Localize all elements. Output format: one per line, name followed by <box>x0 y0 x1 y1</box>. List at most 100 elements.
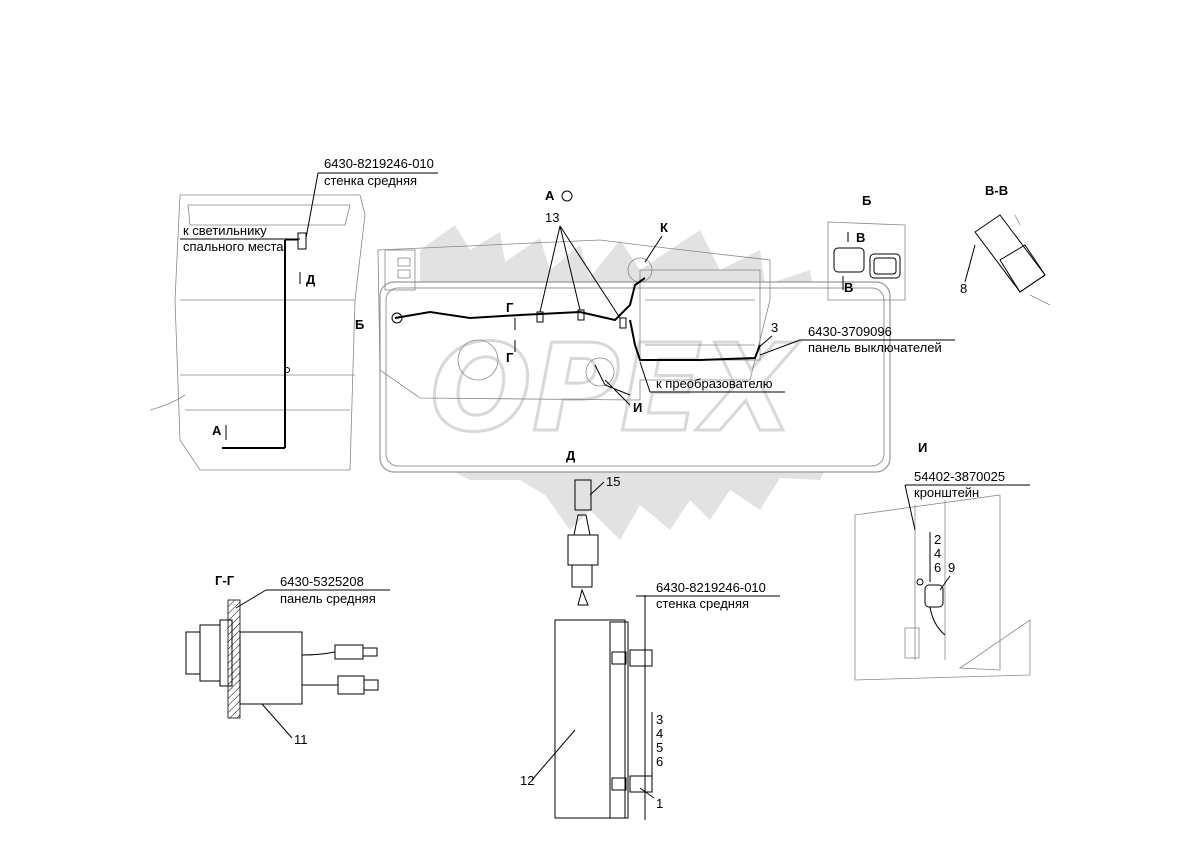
callout-3456-4: 4 <box>656 726 663 741</box>
wire-upper <box>301 651 336 656</box>
callout-246-6: 6 <box>934 560 941 575</box>
k-leader <box>644 235 663 263</box>
to-lamp-label-1: к светильнику <box>183 223 267 238</box>
i-leader <box>604 379 631 406</box>
bracket-plate <box>904 627 920 659</box>
view-i-title: И <box>918 440 927 455</box>
connector-assembly <box>567 479 599 606</box>
view-b-title: Б <box>862 193 871 208</box>
terminal-lower <box>337 675 365 695</box>
view-gg-drawing <box>185 599 379 719</box>
bracket-leader <box>904 484 916 531</box>
mid-panel-code-label: 6430-5325208 <box>280 574 364 589</box>
panel-leader <box>759 339 801 356</box>
terminal-upper <box>334 644 364 660</box>
wall-code-label: 6430-8219246-010 <box>656 580 766 595</box>
callout-3456-5: 5 <box>656 740 663 755</box>
view-b-switch-1 <box>833 247 865 273</box>
callout-246-4: 4 <box>934 546 941 561</box>
dash-vent-left <box>384 249 416 291</box>
callout-246-2: 2 <box>934 532 941 547</box>
leader-15 <box>589 481 605 496</box>
leader-11 <box>261 703 293 739</box>
to-converter-leader <box>639 361 651 393</box>
i-marker-label: И <box>633 400 642 415</box>
connector-plug <box>571 564 593 588</box>
callout-3456-6: 6 <box>656 754 663 769</box>
connector-pin <box>577 588 589 606</box>
v-lower-label: В <box>844 280 853 295</box>
cab-wall-outline <box>174 194 366 471</box>
view-a-circle-icon <box>561 190 573 202</box>
vv-detail <box>1014 214 1051 306</box>
leader-13-c <box>559 225 621 319</box>
bracket-code-label: 54402-3870025 <box>914 469 1005 484</box>
harness-to-bracket <box>594 364 631 396</box>
leader-8 <box>964 244 976 283</box>
vv-switch-base <box>999 244 1046 293</box>
callout-8: 8 <box>960 281 967 296</box>
converter-body <box>554 619 626 819</box>
callout-9: 9 <box>948 560 955 575</box>
leader-13-a <box>539 225 561 313</box>
view-vv-title: В-В <box>985 183 1008 198</box>
relay-icon <box>924 584 944 608</box>
harness-clip-2 <box>577 309 585 321</box>
mid-panel-name-label: панель средняя <box>280 591 376 606</box>
wall-name-label: стенка средняя <box>656 596 749 611</box>
view-b-switch-2 <box>869 253 901 279</box>
converter-flange <box>609 621 629 819</box>
watermark: OPEX <box>379 225 891 540</box>
to-converter-label: к преобразователю <box>656 376 773 391</box>
terminal-upper-tip <box>362 647 378 657</box>
k-marker-label: К <box>660 220 668 235</box>
callout-3456-3: 3 <box>656 712 663 727</box>
cab-wall-view <box>149 194 366 471</box>
view-a-label: А <box>545 188 555 203</box>
leader-1 <box>639 787 655 799</box>
cab-top-rail <box>187 204 351 226</box>
top-code-leader <box>305 172 319 239</box>
socket-cap <box>185 631 201 675</box>
g-marker-top: Г <box>506 300 514 315</box>
d-bottom-label: Д <box>566 448 576 463</box>
bolt-top <box>611 651 627 665</box>
leader-13-b <box>559 225 581 311</box>
view-b-switch-2-inner <box>873 257 897 275</box>
leader-3-top <box>757 335 773 349</box>
main-harness <box>394 277 646 322</box>
clip-icon <box>284 367 290 373</box>
socket-flange <box>219 619 233 687</box>
harness-clip-3 <box>619 317 627 329</box>
top-code-label: 6430-8219246-010 <box>324 156 434 171</box>
d-arrow-label: Д <box>306 272 316 287</box>
socket-body <box>239 631 303 705</box>
dash-switch-a <box>397 257 411 267</box>
dashboard-outline <box>377 239 771 401</box>
leader-9 <box>939 575 951 591</box>
top-name-label: стенка средняя <box>324 173 417 188</box>
callout-3-top: 3 <box>771 320 778 335</box>
view-i-circle <box>585 357 615 387</box>
nut-top <box>629 649 653 667</box>
converter-unit <box>554 595 653 820</box>
view-b-outline <box>827 221 906 301</box>
to-lamp-label-2: спального места <box>183 239 284 254</box>
relay-wire <box>929 606 946 636</box>
dash-switch-b <box>397 269 411 279</box>
bracket-name-label: кронштейн <box>914 485 979 500</box>
mid-panel-leader <box>235 589 267 609</box>
a-marker-label: А <box>212 423 222 438</box>
panel-section <box>227 599 241 719</box>
view-b-drawing <box>827 221 906 301</box>
view-vv-drawing <box>974 214 1051 306</box>
b-marker-label: Б <box>355 317 364 332</box>
panel-name-label: панель выключателей <box>808 340 942 355</box>
steering-icon <box>457 339 499 381</box>
bolt-bottom <box>611 777 627 791</box>
panel-code-label: 6430-3709096 <box>808 324 892 339</box>
dashboard-view <box>377 239 771 401</box>
nut-bottom <box>629 775 653 793</box>
